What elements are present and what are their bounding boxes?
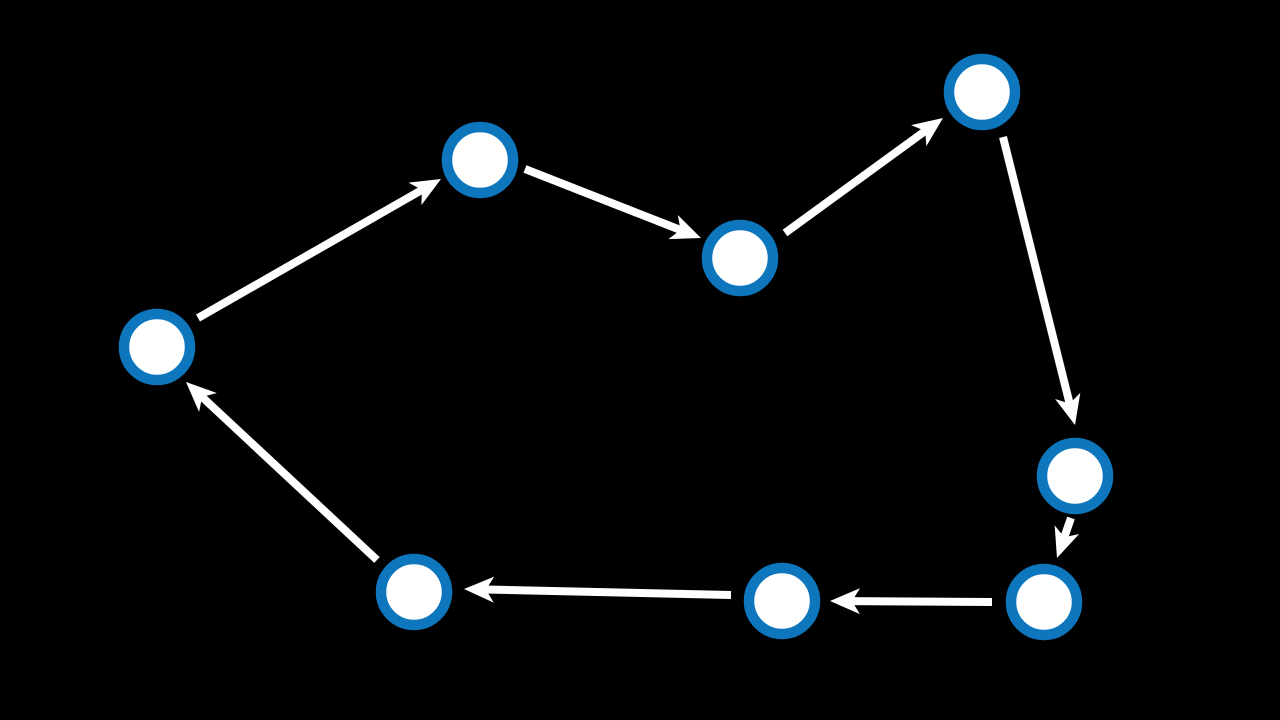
graph-node-n8	[375, 553, 453, 631]
arrowhead-icon-n5-n6	[1054, 525, 1080, 558]
graph-node-n5	[1036, 437, 1114, 515]
arrowhead-icon-n3-n4	[911, 118, 943, 147]
arrowhead-icon-n7-n8	[464, 576, 495, 603]
edge-line-n2-n3	[523, 165, 682, 234]
edge-line-n6-n7	[851, 597, 993, 606]
graph-node-n2	[441, 121, 519, 199]
graph-node-n3	[701, 219, 779, 297]
edge-line-n5-n6	[1060, 516, 1075, 539]
arrowhead-icon-n1-n2	[408, 179, 441, 206]
edge-line-n8-n1	[199, 394, 380, 563]
graph-node-n7	[743, 562, 821, 640]
graph-node-n4	[943, 53, 1021, 131]
edge-line-n7-n8	[485, 585, 732, 599]
arrowhead-icon-n8-n1	[186, 382, 217, 412]
edge-line-n1-n2	[196, 186, 424, 322]
arrowhead-icon-n2-n3	[668, 214, 701, 240]
arrowhead-icon-n6-n7	[830, 588, 861, 615]
graph-node-n6	[1005, 563, 1083, 641]
graph-node-n1	[118, 308, 196, 386]
edge-line-n3-n4	[782, 127, 928, 237]
edge-line-n4-n5	[999, 136, 1074, 405]
arrowhead-icon-n4-n5	[1055, 392, 1081, 425]
